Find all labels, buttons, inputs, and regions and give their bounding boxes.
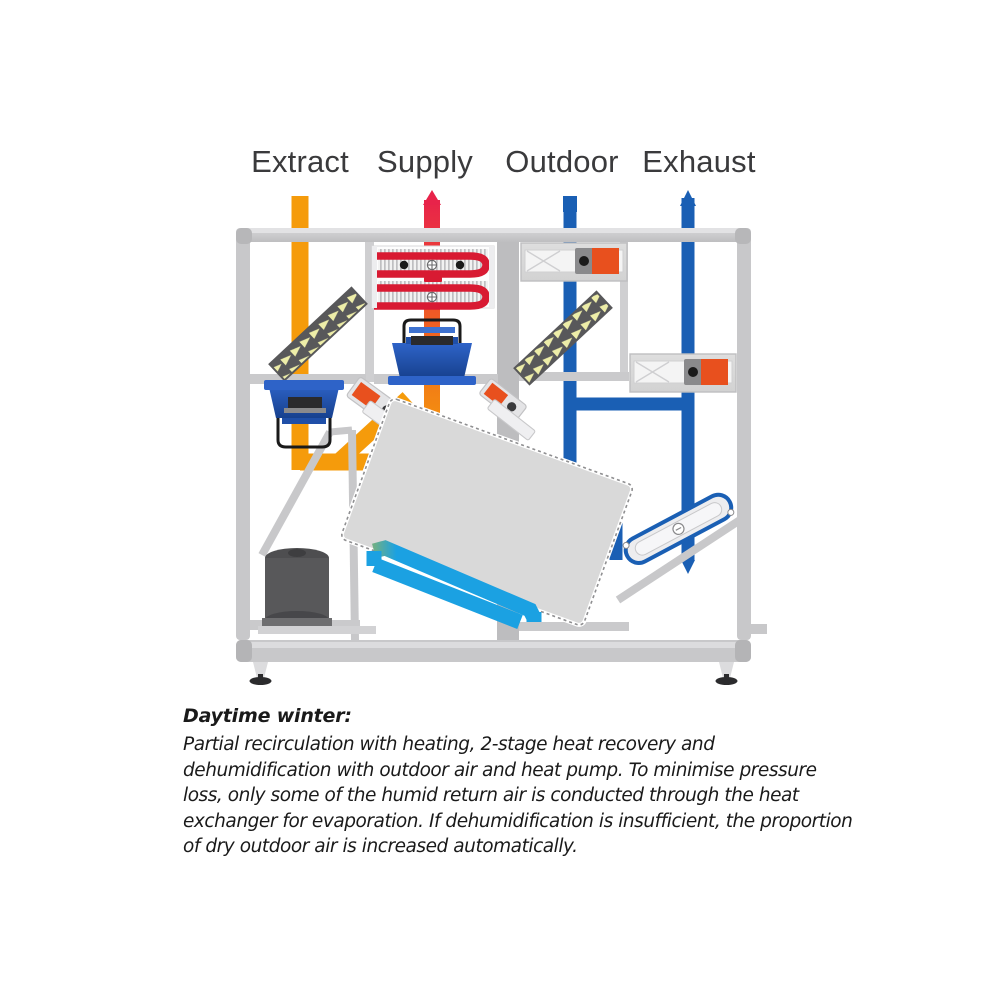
caption-title: Daytime winter: [183, 705, 352, 727]
port-label-extract: Extract [251, 144, 349, 179]
port-label-outdoor: Outdoor [505, 144, 619, 179]
component-extract-filter [268, 286, 368, 382]
component-bypass-damper[interactable] [479, 378, 536, 441]
port-label-supply: Supply [377, 144, 473, 179]
foot-right [715, 662, 738, 685]
port-label-row: Extract Supply Outdoor Exhaust [0, 144, 1000, 190]
foot-left [249, 662, 272, 685]
component-exhaust-damper[interactable] [629, 353, 737, 393]
component-heating-coil [371, 245, 495, 310]
caption-body: Partial recirculation with heating, 2-st… [183, 734, 853, 857]
component-compressor [258, 548, 376, 634]
component-outdoor-filter [513, 290, 613, 386]
component-outdoor-damper[interactable] [520, 242, 628, 282]
component-extract-fan [264, 380, 344, 449]
component-refrigerant-line [366, 540, 542, 629]
caption-block: Daytime winter: Partial recirculation wi… [183, 705, 863, 860]
ahu-schematic [236, 190, 767, 685]
port-label-exhaust: Exhaust [642, 144, 756, 179]
component-supply-fan [388, 318, 476, 385]
component-hx-bypass-damper[interactable] [621, 490, 736, 567]
